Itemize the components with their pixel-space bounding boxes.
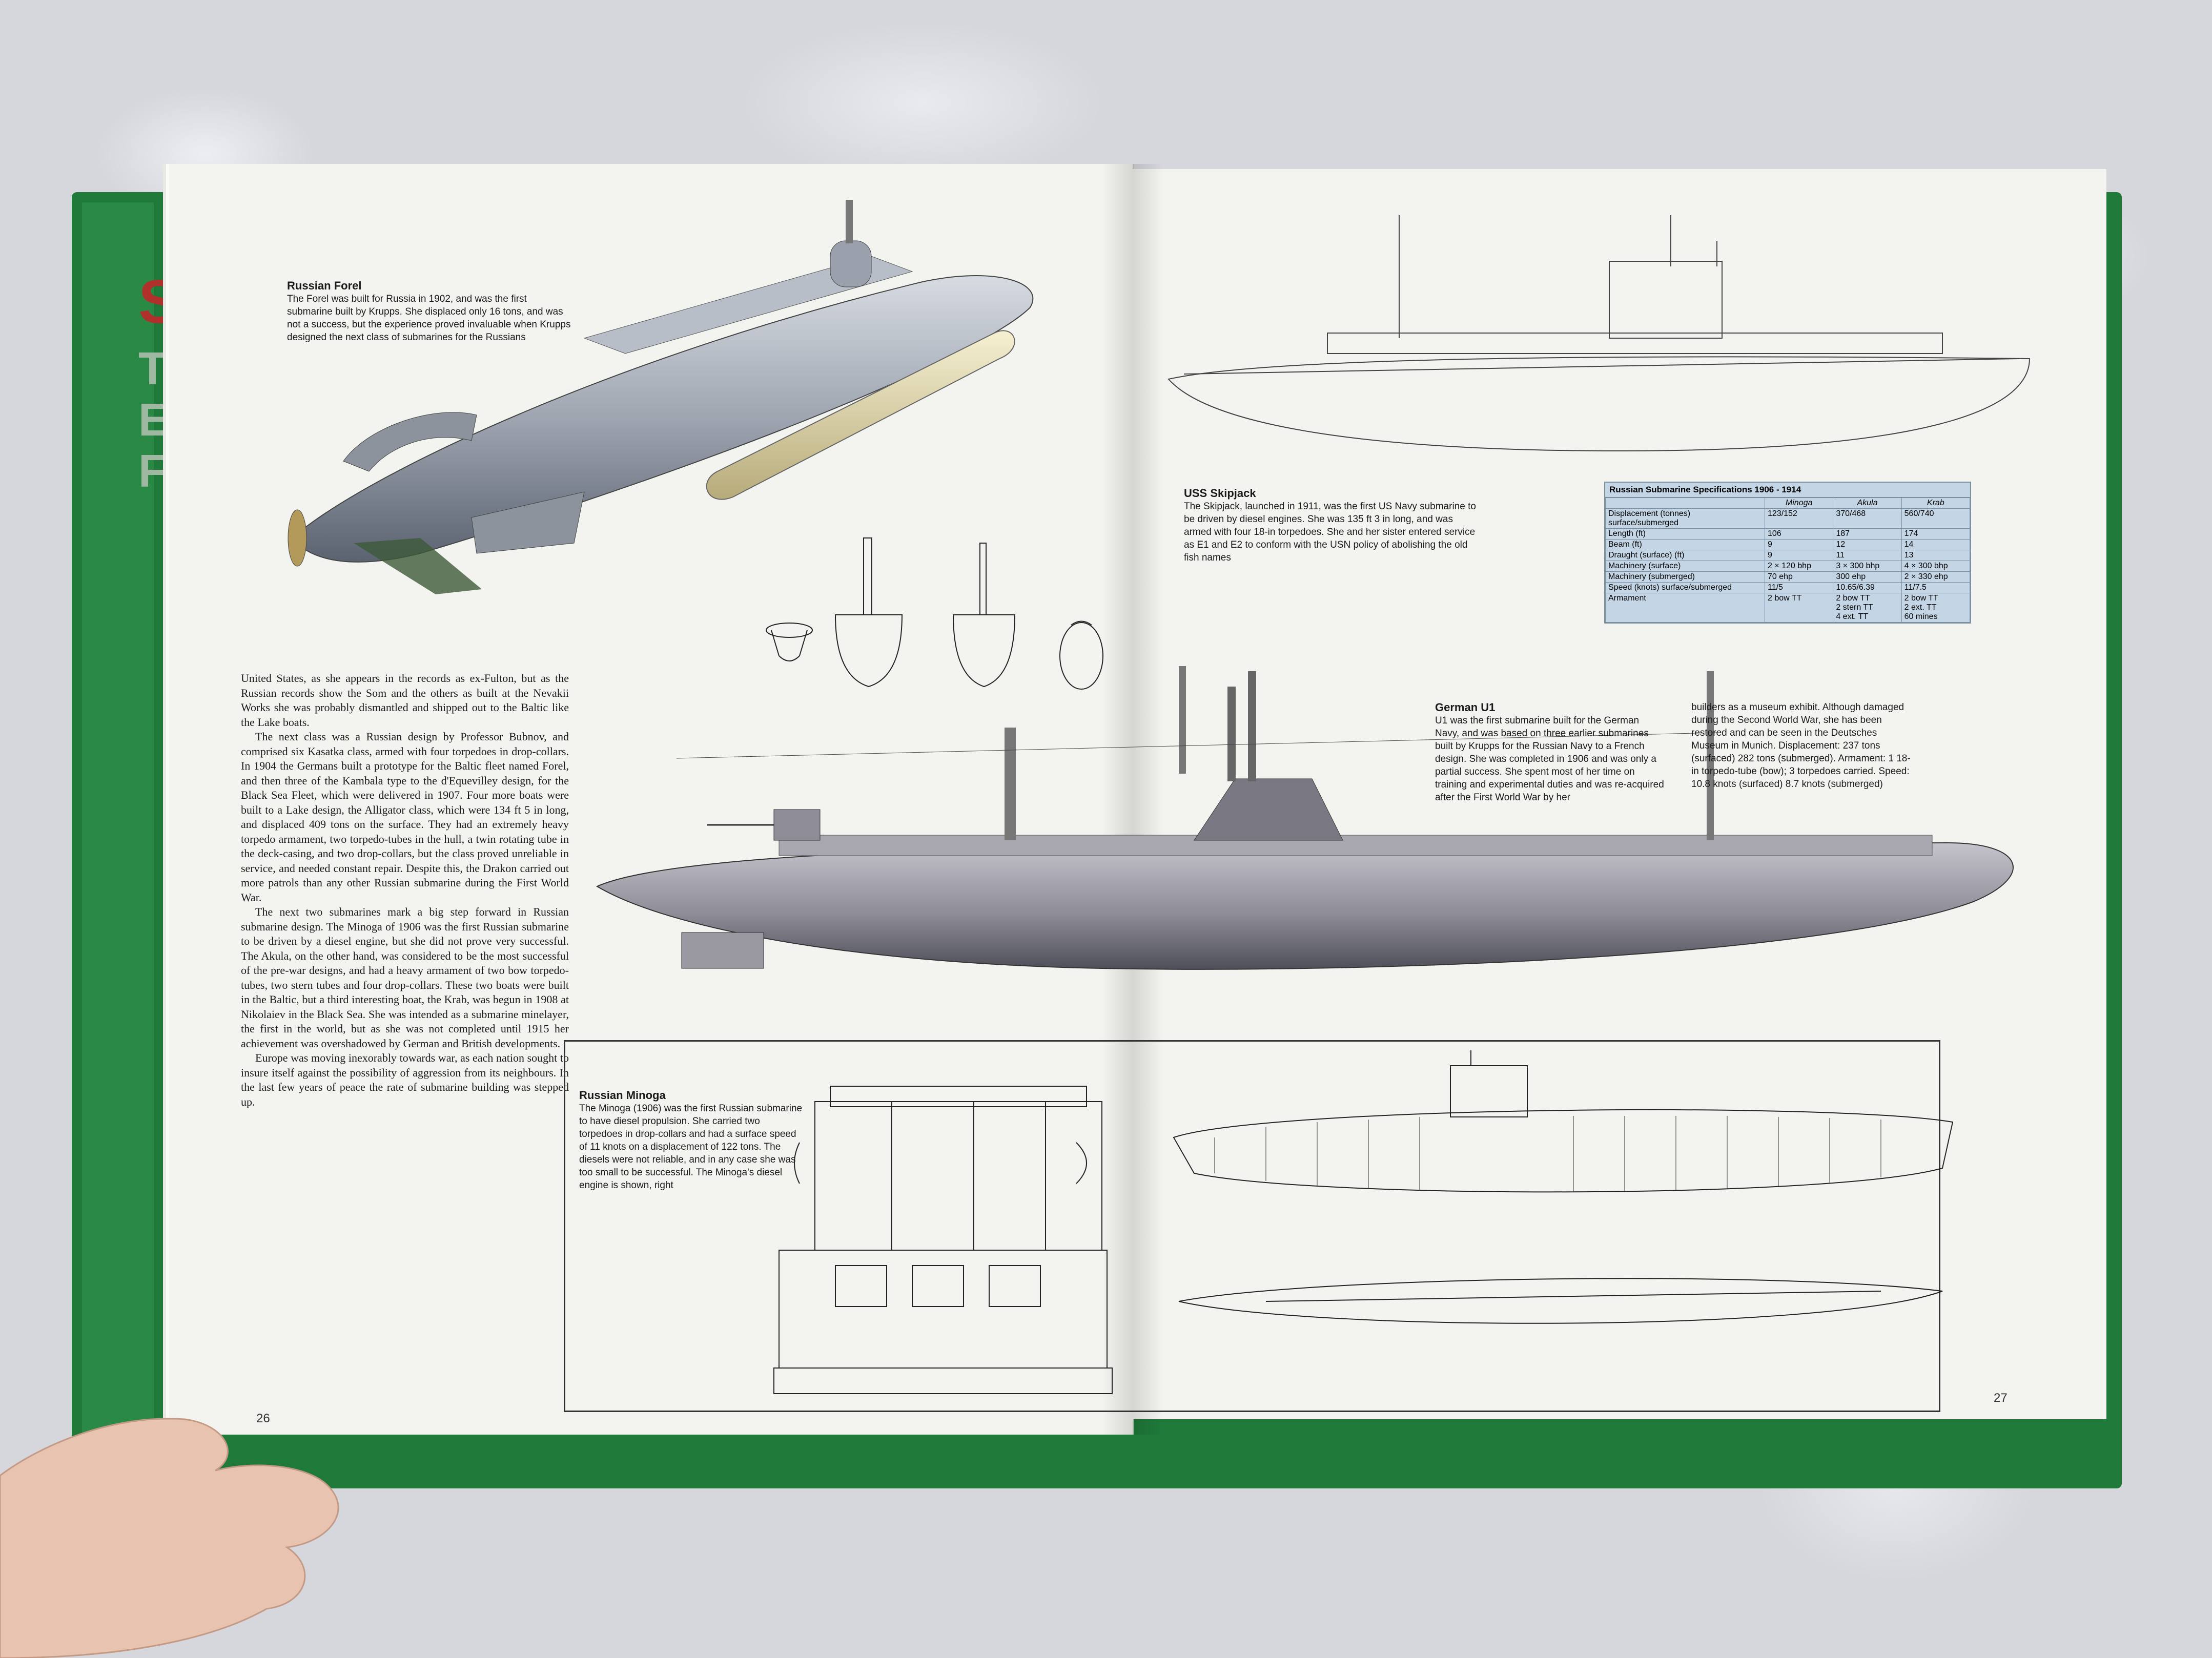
table-cell: 13 [1901,550,1971,561]
table-cell: 2 bow TT 2 stern TT 4 ext. TT [1833,593,1902,623]
forel-submarine-illustration [288,200,1034,594]
table-cell: 106 [1764,528,1834,540]
table-cell: 12 [1833,539,1902,550]
table-cell: 9 [1764,539,1834,550]
table-row: Armament 2 bow TT 2 bow TT 2 stern TT 4 … [1605,593,1971,623]
table-cell: 14 [1901,539,1971,550]
u1-caption-right: builders as a museum exhibit. Although d… [1691,702,1911,790]
spec-table-title: Russian Submarine Specifications 1906 - … [1605,483,1970,498]
table-cell: 2 bow TT 2 ext. TT 60 mines [1901,593,1971,623]
caption-title: German U1 [1435,701,1496,714]
body-text-column: United States, as she appears in the rec… [241,671,569,1109]
skipjack-outline-drawing [1168,215,2031,452]
caption-title: Russian Forel [287,279,362,292]
table-cell: 10.65/6.39 [1833,582,1902,593]
table-row: Machinery (submerged) 70 ehp 300 ehp 2 ×… [1605,571,1971,583]
table-cell: 3 × 300 bhp [1833,561,1902,572]
table-cell: 174 [1901,528,1971,540]
book-gutter [1102,164,1163,1435]
body-paragraph: United States, as she appears in the rec… [241,672,569,729]
skipjack-caption: USS Skipjack The Skipjack, launched in 1… [1184,487,1476,564]
spec-table-box: Russian Submarine Specifications 1906 - … [1604,482,1971,624]
body-paragraph: The next two submarines mark a big step … [241,905,569,1050]
table-row: Displacement (tonnes) surface/submerged … [1605,508,1971,529]
table-cell: 2 × 120 bhp [1764,561,1834,572]
table-cell: 2 bow TT [1764,593,1834,623]
forel-caption: Russian Forel The Forel was built for Ru… [287,279,574,344]
hand-holding-page [0,1418,339,1658]
table-cell: Armament [1605,593,1765,623]
column-header: Krab [1901,498,1971,509]
table-cell: 4 × 300 bhp [1901,561,1971,572]
table-cell: 560/740 [1901,508,1971,529]
table-cell: 370/468 [1833,508,1902,529]
minoga-frame [564,1040,1940,1412]
minoga-caption: Russian Minoga The Minoga (1906) was the… [579,1089,805,1192]
table-row: Draught (surface) (ft) 9 11 13 [1605,550,1971,561]
table-row: Speed (knots) surface/submerged 11/5 10.… [1605,582,1971,593]
table-cell: Beam (ft) [1605,539,1765,550]
table-cell: 9 [1764,550,1834,561]
page-number-right: 27 [1994,1391,2008,1405]
body-paragraph: The next class was a Russian design by P… [241,730,569,904]
u1-submarine-illustration [596,666,2014,970]
body-paragraph: Europe was moving inexorably towards war… [241,1051,569,1108]
column-header: Minoga [1764,498,1834,509]
u1-cutaway-drawing [1173,1050,1954,1324]
table-cell: 11/7.5 [1901,582,1971,593]
caption-body: The Skipjack, launched in 1911, was the … [1184,501,1476,563]
cover-ghost-letters: T E F [138,343,169,497]
cover-ghost-line: T [138,343,167,395]
caption-title: USS Skipjack [1184,487,1256,500]
u1-caption-left: German U1 U1 was the first submarine bui… [1435,701,1666,804]
cover-edge [82,202,154,1478]
table-cell: 11/5 [1764,582,1834,593]
table-cell: Machinery (surface) [1605,561,1765,572]
table-cell: Speed (knots) surface/submerged [1605,582,1765,593]
caption-body: U1 was the first submarine built for the… [1435,715,1664,803]
table-cell: 11 [1833,550,1902,561]
page-number-left: 26 [256,1412,270,1425]
table-cell: 123/152 [1764,508,1834,529]
cover-ghost-line: F [138,446,167,497]
table-header-row: Minoga Akula Krab [1605,498,1971,509]
table-cell: Machinery (submerged) [1605,571,1765,583]
table-row: Machinery (surface) 2 × 120 bhp 3 × 300 … [1605,561,1971,572]
table-cell: Displacement (tonnes) surface/submerged [1605,508,1765,529]
forel-cross-sections [766,537,1103,690]
table-cell: 2 × 330 ehp [1901,571,1971,583]
table-cell: 70 ehp [1764,571,1834,583]
cover-ghost-line: E [138,395,170,446]
table-cell: Draught (surface) (ft) [1605,550,1765,561]
table-row: Beam (ft) 9 12 14 [1605,539,1971,550]
caption-body: The Minoga (1906) was the first Russian … [579,1103,803,1191]
caption-body: The Forel was built for Russia in 1902, … [287,294,571,343]
column-header: Akula [1833,498,1902,509]
table-cell: 187 [1833,528,1902,540]
table-row: Length (ft) 106 187 174 [1605,528,1971,540]
minoga-diesel-engine-drawing [773,1086,1113,1394]
caption-title: Russian Minoga [579,1089,666,1102]
table-cell: Length (ft) [1605,528,1765,540]
column-header [1605,498,1765,509]
table-cell: 300 ehp [1833,571,1902,583]
spec-table: Minoga Akula Krab Displacement (tonnes) … [1605,498,1971,623]
